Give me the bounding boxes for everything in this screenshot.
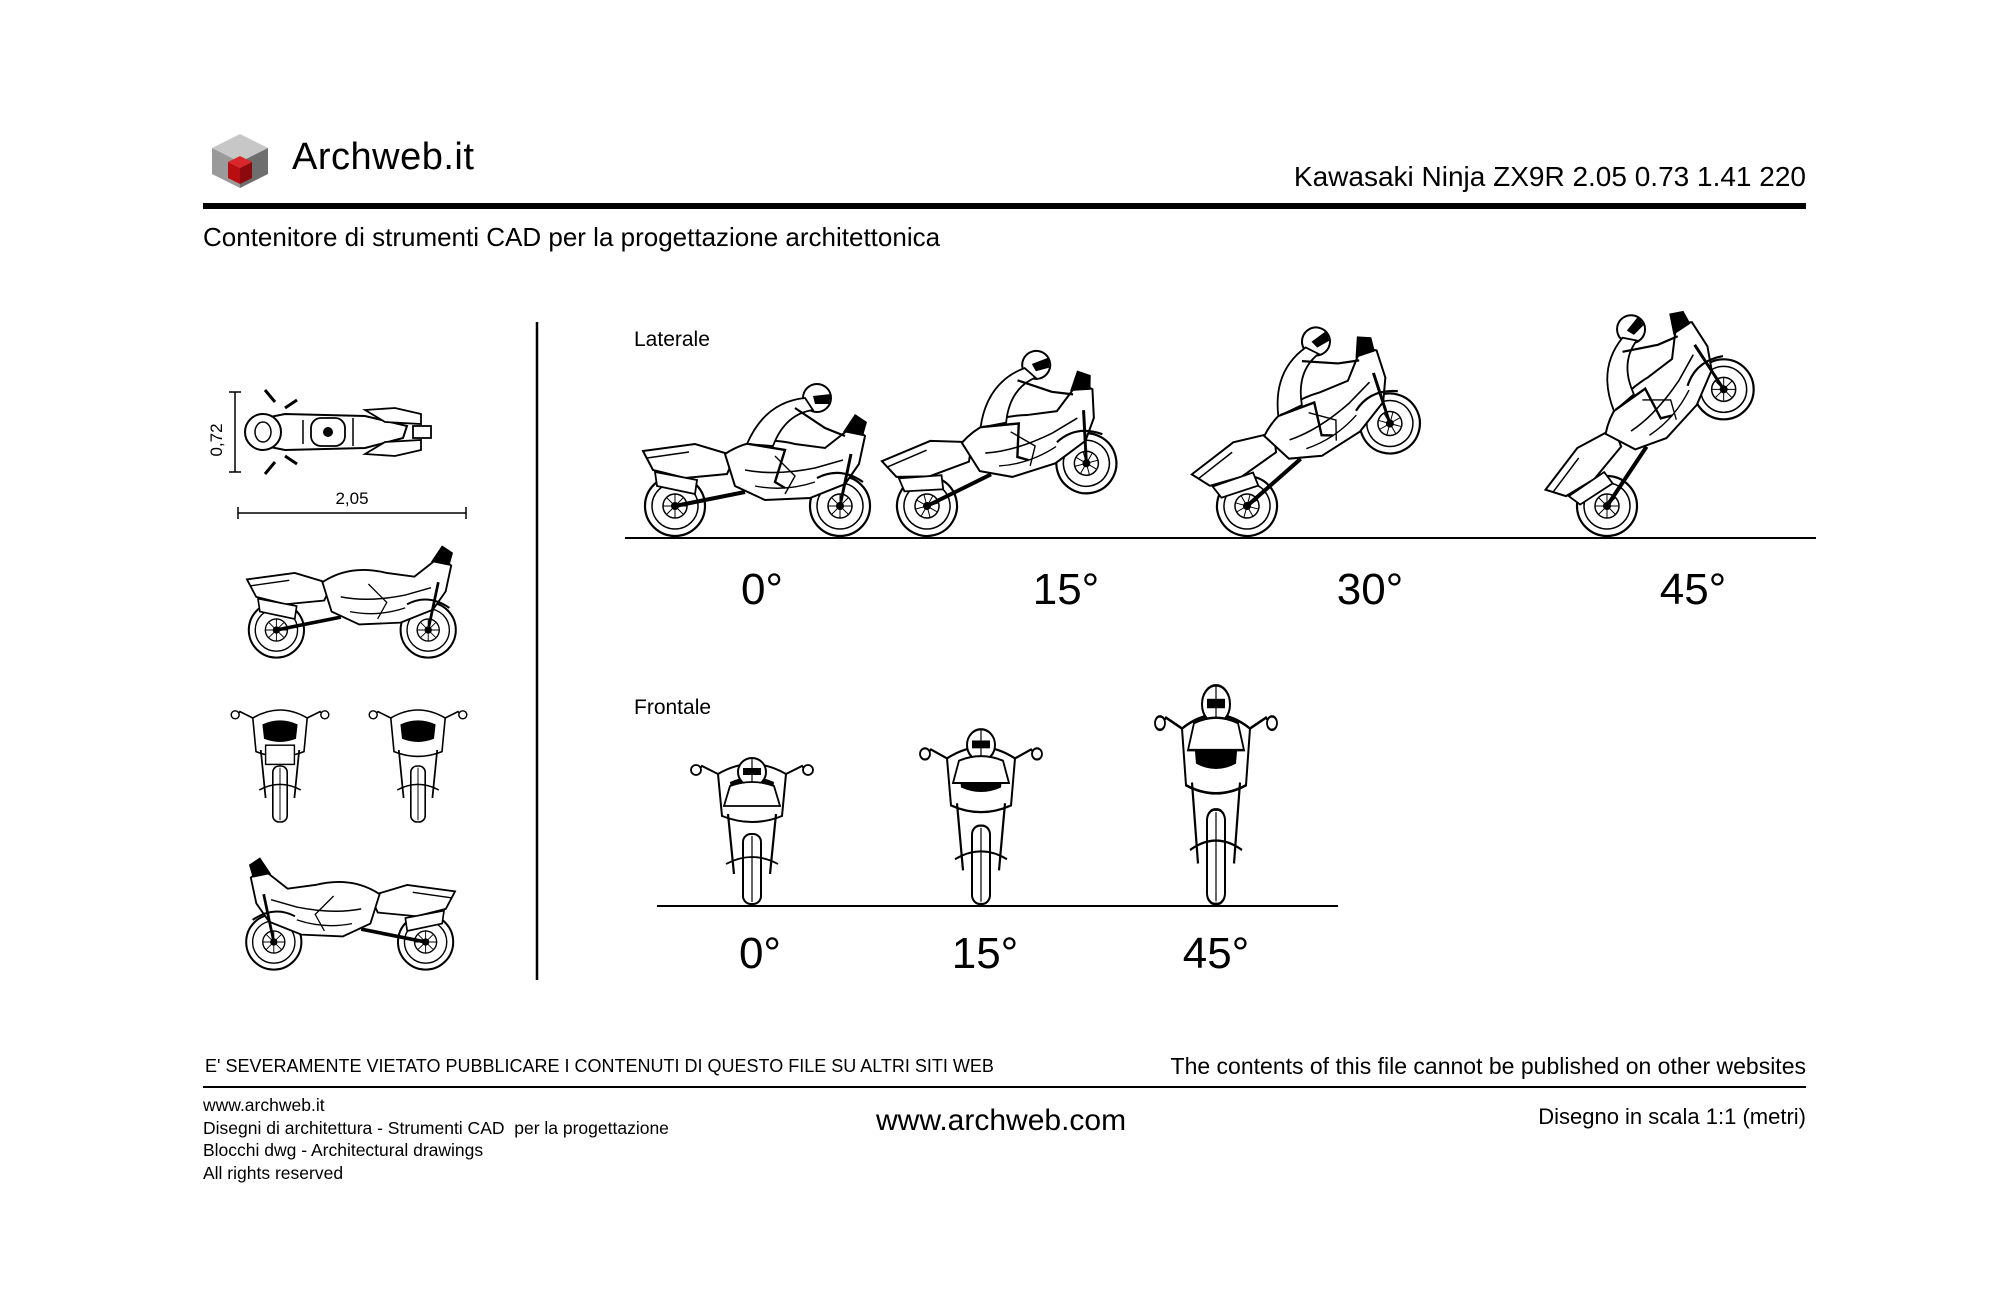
footer-line: Blocchi dwg - Architectural drawings — [203, 1140, 484, 1160]
frontale-angle-0: 0° — [739, 929, 781, 978]
footer-website: www.archweb.com — [876, 1104, 1127, 1137]
logo-red-right — [240, 162, 252, 184]
laterale-angle-0: 0° — [741, 565, 783, 614]
warning-italian: E' SEVERAMENTE VIETATO PUBBLICARE I CONT… — [205, 1056, 994, 1076]
logo-red-top — [228, 156, 252, 168]
brand-name: Archweb.it — [292, 136, 475, 178]
frontale-angle-45: 45° — [1183, 929, 1250, 978]
laterale-label: Laterale — [634, 328, 710, 351]
frontale-bike-0 — [689, 757, 815, 906]
footer-rule — [203, 1086, 1806, 1088]
laterale-angle-30: 30° — [1337, 565, 1404, 614]
frontale-bike-45 — [1153, 683, 1279, 906]
width-dimension-label: 2,05 — [335, 489, 368, 508]
header-rule — [203, 203, 1806, 209]
laterale-angle-15: 15° — [1033, 565, 1100, 614]
height-dimension-label: 0,72 — [207, 423, 226, 456]
top-view — [244, 389, 432, 475]
footer-line: www.archweb.it — [203, 1095, 325, 1115]
laterale-bike-30 — [1158, 314, 1431, 548]
scale-note: Disegno in scala 1:1 (metri) — [1538, 1104, 1806, 1129]
laterale-bike-15 — [865, 342, 1124, 544]
side-view-left — [246, 857, 455, 969]
frontale-angle-15: 15° — [952, 929, 1019, 978]
archweb-logo-icon — [212, 134, 268, 188]
laterale-angle-45: 45° — [1660, 565, 1727, 614]
laterale-bike-0 — [643, 382, 870, 536]
warning-english: The contents of this file cannot be publ… — [1170, 1053, 1806, 1079]
side-view-right — [247, 545, 456, 657]
laterale-bike-45 — [1498, 298, 1766, 550]
footer-info: www.archweb.it Disegni di architettura -… — [203, 1094, 669, 1184]
frontale-label: Frontale — [634, 696, 711, 719]
footer-line: Disegni di architettura - Strumenti CAD … — [203, 1117, 669, 1138]
front-view — [368, 709, 468, 823]
dimension-height: 0,72 — [207, 391, 241, 473]
footer-line: All rights reserved — [203, 1162, 344, 1183]
dimension-width: 2,05 — [237, 489, 467, 519]
drawing-title: Kawasaki Ninja ZX9R 2.05 0.73 1.41 220 — [1293, 161, 1806, 192]
subtitle: Contenitore di strumenti CAD per la prog… — [203, 222, 941, 252]
rear-view — [230, 709, 330, 823]
frontale-bike-15 — [918, 728, 1044, 906]
logo-red-left — [228, 162, 240, 184]
